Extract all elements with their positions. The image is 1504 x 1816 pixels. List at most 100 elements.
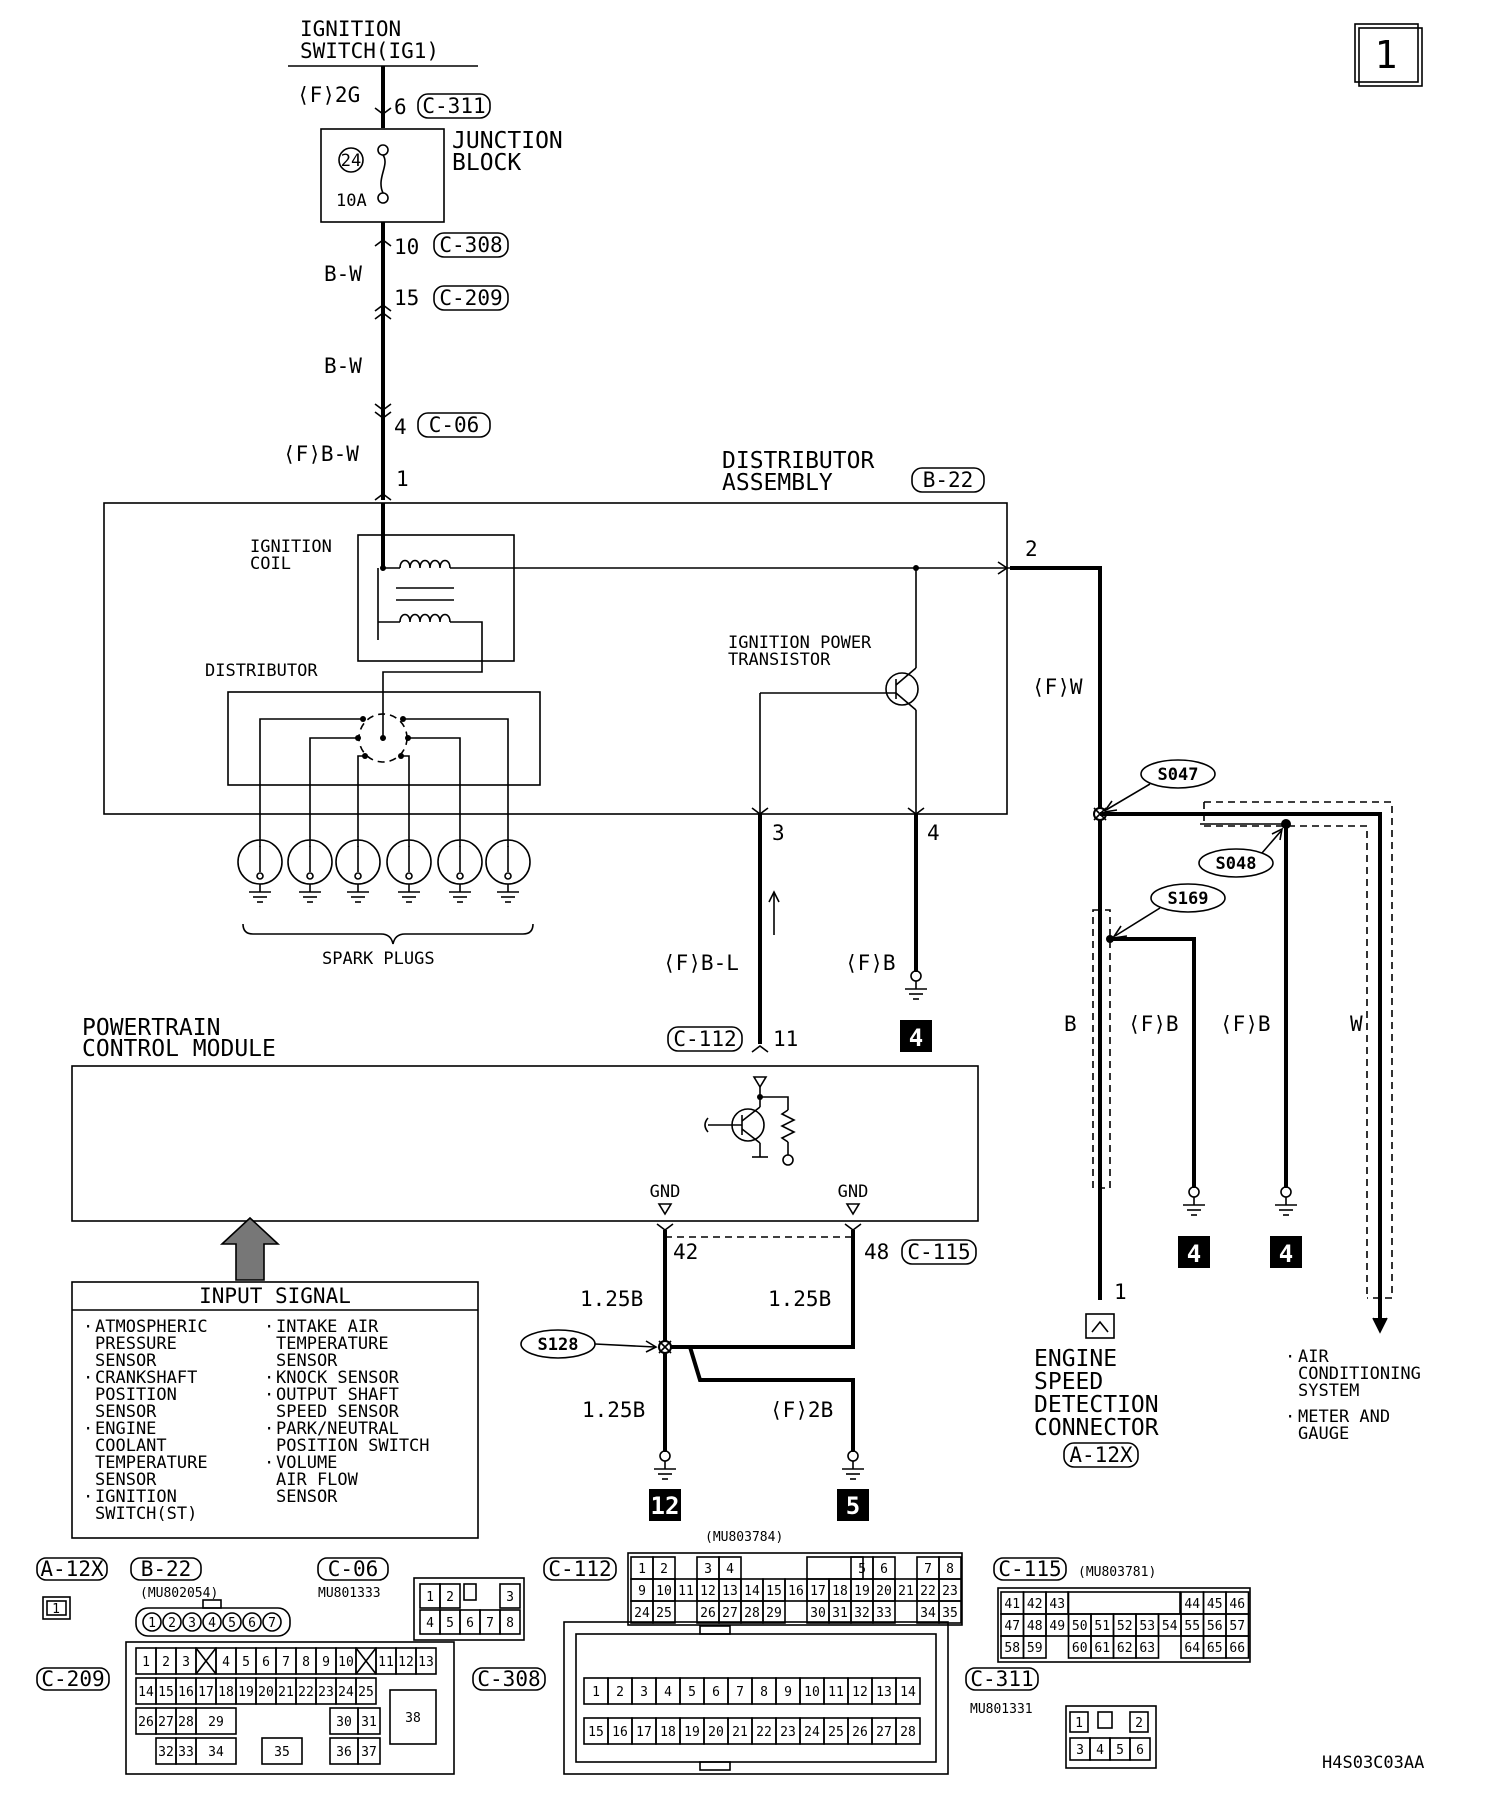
svg-text:17: 17 xyxy=(198,1685,214,1700)
pin-c112: 10 xyxy=(652,1578,676,1602)
svg-text:METER AND: METER AND xyxy=(1298,1407,1390,1427)
pin-c308: 22 xyxy=(751,1717,777,1745)
svg-text:13: 13 xyxy=(418,1655,434,1670)
pin-c115: 60 xyxy=(1067,1635,1092,1659)
ac-destinations: · AIR CONDITIONING SYSTEM · METER AND GA… xyxy=(1285,1347,1421,1444)
pin-c209: 24 xyxy=(335,1677,357,1705)
pin-b22: 1 xyxy=(142,1612,162,1632)
ground-ref-5: 5 xyxy=(837,1489,869,1521)
pin-c112: 21 xyxy=(894,1578,918,1602)
pin-c209: 3 xyxy=(175,1647,197,1675)
svg-text:48: 48 xyxy=(1027,1619,1043,1634)
svg-text:8: 8 xyxy=(302,1655,310,1670)
svg-text:19: 19 xyxy=(238,1685,254,1700)
connector-tag-c308-wire: C-308 xyxy=(433,232,509,258)
svg-text:12: 12 xyxy=(700,1584,716,1599)
svg-text:55: 55 xyxy=(1184,1619,1200,1634)
svg-text:22: 22 xyxy=(920,1584,936,1599)
pin-c115: 46 xyxy=(1225,1591,1250,1615)
pin-c308: 9 xyxy=(775,1677,801,1705)
pin-c209: 21 xyxy=(275,1677,297,1705)
pcm-pin-42: 42 xyxy=(673,1240,698,1264)
connector-tag-a12x: A-12X xyxy=(1063,1442,1139,1468)
svg-text:5: 5 xyxy=(688,1685,696,1700)
pin-c308: 18 xyxy=(655,1717,681,1745)
pin-c112: 15 xyxy=(762,1578,786,1602)
svg-text:·: · xyxy=(1285,1347,1295,1367)
pin-c209: 2 xyxy=(155,1647,177,1675)
pcm-pin-11: 11 xyxy=(773,1027,798,1051)
svg-text:5: 5 xyxy=(1116,1743,1124,1758)
svg-text:C-209: C-209 xyxy=(41,1667,104,1691)
svg-text:66: 66 xyxy=(1229,1641,1245,1656)
pin-c06: 5 xyxy=(439,1609,461,1635)
svg-text:13: 13 xyxy=(722,1584,738,1599)
svg-text:A-12X: A-12X xyxy=(40,1557,104,1581)
pin-c06: 8 xyxy=(499,1609,521,1635)
svg-text:27: 27 xyxy=(722,1606,738,1621)
pin-c112: 18 xyxy=(828,1578,852,1602)
ignition-coil-line1: IGNITION xyxy=(250,537,332,557)
svg-text:35: 35 xyxy=(274,1745,290,1760)
fuse-rating: 10A xyxy=(336,191,367,211)
pin-c209: 36 xyxy=(329,1737,359,1765)
svg-text:4: 4 xyxy=(909,1024,923,1052)
svg-text:10: 10 xyxy=(656,1584,672,1599)
svg-text:7: 7 xyxy=(924,1562,932,1577)
input-signal-box: INPUT SIGNAL ·ATMOSPHERICPRESSURESENSOR·… xyxy=(71,1281,479,1539)
svg-text:6: 6 xyxy=(248,1616,256,1631)
svg-text:C-115: C-115 xyxy=(998,1557,1061,1581)
pin-c308: 27 xyxy=(871,1717,897,1745)
svg-text:22: 22 xyxy=(298,1685,314,1700)
pin-c209-large: 38 xyxy=(389,1689,437,1745)
pin-c112: 22 xyxy=(916,1578,940,1602)
pin-c209: 35 xyxy=(261,1737,303,1765)
pin-c308: 1 xyxy=(583,1677,609,1705)
pin-c112: 25 xyxy=(652,1600,676,1624)
view-label-a12x: A-12X xyxy=(36,1557,108,1581)
pin-c112: 16 xyxy=(784,1578,808,1602)
pin-c209: 1 xyxy=(135,1647,157,1675)
pin-c308: 5 xyxy=(679,1677,705,1705)
svg-text:C-311: C-311 xyxy=(970,1667,1033,1691)
c115-part: (MU803781) xyxy=(1078,1565,1156,1580)
pin-c209: 5 xyxy=(235,1647,257,1675)
svg-text:56: 56 xyxy=(1207,1619,1223,1634)
svg-text:34: 34 xyxy=(208,1745,224,1760)
pin-c115: 53 xyxy=(1135,1613,1160,1637)
svg-text:20: 20 xyxy=(876,1584,892,1599)
svg-text:GAUGE: GAUGE xyxy=(1298,1424,1349,1444)
pin-c115: 52 xyxy=(1112,1613,1137,1637)
svg-text:45: 45 xyxy=(1207,1597,1223,1612)
svg-text:22: 22 xyxy=(756,1725,772,1740)
pin-c209: 31 xyxy=(357,1707,381,1735)
wire-label-125-left: 1.25B xyxy=(580,1287,643,1311)
pin-c311: 6 xyxy=(1129,1737,1151,1761)
svg-text:C-209: C-209 xyxy=(439,286,502,310)
pin-c308: 4 xyxy=(655,1677,681,1705)
pin-c308: 2 xyxy=(607,1677,633,1705)
pin-c308: 20 xyxy=(703,1717,729,1745)
svg-text:61: 61 xyxy=(1094,1641,1110,1656)
input-signal-bullet: · xyxy=(264,1368,274,1388)
svg-text:47: 47 xyxy=(1004,1619,1020,1634)
svg-text:58: 58 xyxy=(1004,1641,1020,1656)
svg-text:16: 16 xyxy=(178,1685,194,1700)
pin-c115: 44 xyxy=(1180,1591,1205,1615)
distributor xyxy=(227,691,541,847)
connector-tag-c311: C-311 xyxy=(417,93,491,119)
svg-text:1: 1 xyxy=(148,1616,156,1631)
input-signal-item: IGNITION xyxy=(95,1487,177,1507)
svg-text:7: 7 xyxy=(736,1685,744,1700)
svg-text:14: 14 xyxy=(900,1685,916,1700)
svg-text:29: 29 xyxy=(766,1606,782,1621)
input-signal-bullet: · xyxy=(83,1368,93,1388)
page-number: 1 xyxy=(1375,33,1398,77)
svg-text:57: 57 xyxy=(1229,1619,1245,1634)
svg-text:16: 16 xyxy=(788,1584,804,1599)
input-signal-item: PARK/NEUTRAL xyxy=(276,1419,399,1439)
svg-text:23: 23 xyxy=(318,1685,334,1700)
pcm-driver-circuit xyxy=(704,1076,796,1166)
ground-ref-4c: 4 xyxy=(1270,1236,1302,1268)
